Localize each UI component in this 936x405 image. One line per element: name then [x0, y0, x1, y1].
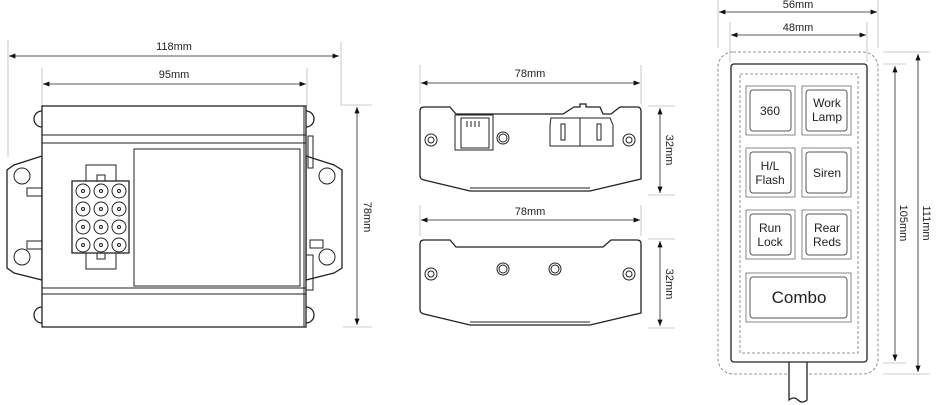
connector-pin	[93, 219, 109, 235]
connector-pin-contact	[99, 225, 103, 229]
left-mounting-flange	[6, 155, 43, 281]
connector-pin-contact	[117, 243, 121, 247]
width-label: 78mm	[515, 206, 546, 218]
connector-pin-contact	[99, 207, 103, 211]
svg-text:H/L: H/L	[761, 159, 780, 173]
height-label: 32mm	[663, 269, 675, 300]
dimension-95mm: 95mm	[41, 68, 308, 106]
right-mounting-flange	[305, 155, 343, 281]
svg-text:Lock: Lock	[757, 235, 783, 249]
connector-pin	[93, 183, 109, 199]
connector-pin	[111, 237, 127, 253]
width-inner-label: 48mm	[783, 22, 814, 34]
connector-pin	[111, 183, 127, 199]
svg-text:Siren: Siren	[813, 166, 841, 180]
svg-text:Rear: Rear	[814, 221, 840, 235]
keypad-button-rear-reds[interactable]: Rear Reds	[801, 209, 852, 260]
height-overall-label: 111mm	[920, 205, 932, 240]
svg-text:95mm: 95mm	[159, 69, 190, 81]
plain-end-view: 78mm 32mm	[419, 205, 675, 329]
connector-pin	[93, 201, 109, 217]
connector-pin	[75, 219, 91, 235]
svg-text:Reds: Reds	[813, 235, 841, 249]
svg-text:118mm: 118mm	[156, 41, 192, 53]
connector-pin	[93, 237, 109, 253]
svg-text:Lamp: Lamp	[812, 110, 842, 124]
connector-pin	[75, 183, 91, 199]
label-panel	[133, 148, 301, 287]
connector-end-view: 78mm 32mm	[419, 65, 675, 196]
connector-pin-contact	[117, 225, 121, 229]
width-label: 78mm	[515, 68, 546, 80]
keypad-outline-dashed	[717, 51, 879, 375]
12-pin-connector	[71, 164, 130, 270]
svg-text:Run: Run	[759, 221, 781, 235]
connector-pin-contact	[99, 189, 103, 193]
keypad-button-combo[interactable]: Combo	[745, 272, 852, 323]
height-label: 32mm	[663, 135, 675, 166]
connector-pin	[111, 219, 127, 235]
height-inner-label: 105mm	[897, 205, 909, 242]
connector-pin	[75, 237, 91, 253]
keypad-button-work-lamp[interactable]: Work Lamp	[801, 85, 852, 136]
keypad-cable	[788, 362, 808, 403]
connector-pin-contact	[81, 225, 85, 229]
keypad-button-siren[interactable]: Siren	[801, 147, 852, 198]
connector-pin-contact	[81, 207, 85, 211]
svg-text:Work: Work	[813, 96, 842, 110]
keypad-button-360[interactable]: 360	[745, 85, 796, 136]
connector-pin	[75, 201, 91, 217]
keypad-button-hl-flash[interactable]: H/L Flash	[745, 147, 796, 198]
connector-pin-contact	[81, 243, 85, 247]
svg-text:78mm: 78mm	[361, 202, 373, 233]
controller-top-view: 118mm 95mm 78mm	[6, 40, 373, 328]
connector-pin	[111, 201, 127, 217]
connector-pin-contact	[117, 207, 121, 211]
connector-pin-contact	[99, 243, 103, 247]
svg-text:Flash: Flash	[755, 173, 784, 187]
dimension-78mm-height: 78mm	[343, 107, 373, 328]
svg-text:360: 360	[760, 104, 780, 118]
keypad-button-run-lock[interactable]: Run Lock	[745, 209, 796, 260]
power-socket	[549, 117, 614, 147]
width-overall-label: 56mm	[783, 0, 814, 11]
rj-socket	[454, 114, 494, 151]
connector-pin-contact	[117, 189, 121, 193]
dimension-118mm: 118mm	[7, 40, 372, 157]
keypad-view: 56mm 48mm 105mm 111mm 360 Work Lamp H/L …	[717, 0, 932, 403]
connector-pin-contact	[81, 189, 85, 193]
svg-text:Combo: Combo	[772, 288, 827, 307]
